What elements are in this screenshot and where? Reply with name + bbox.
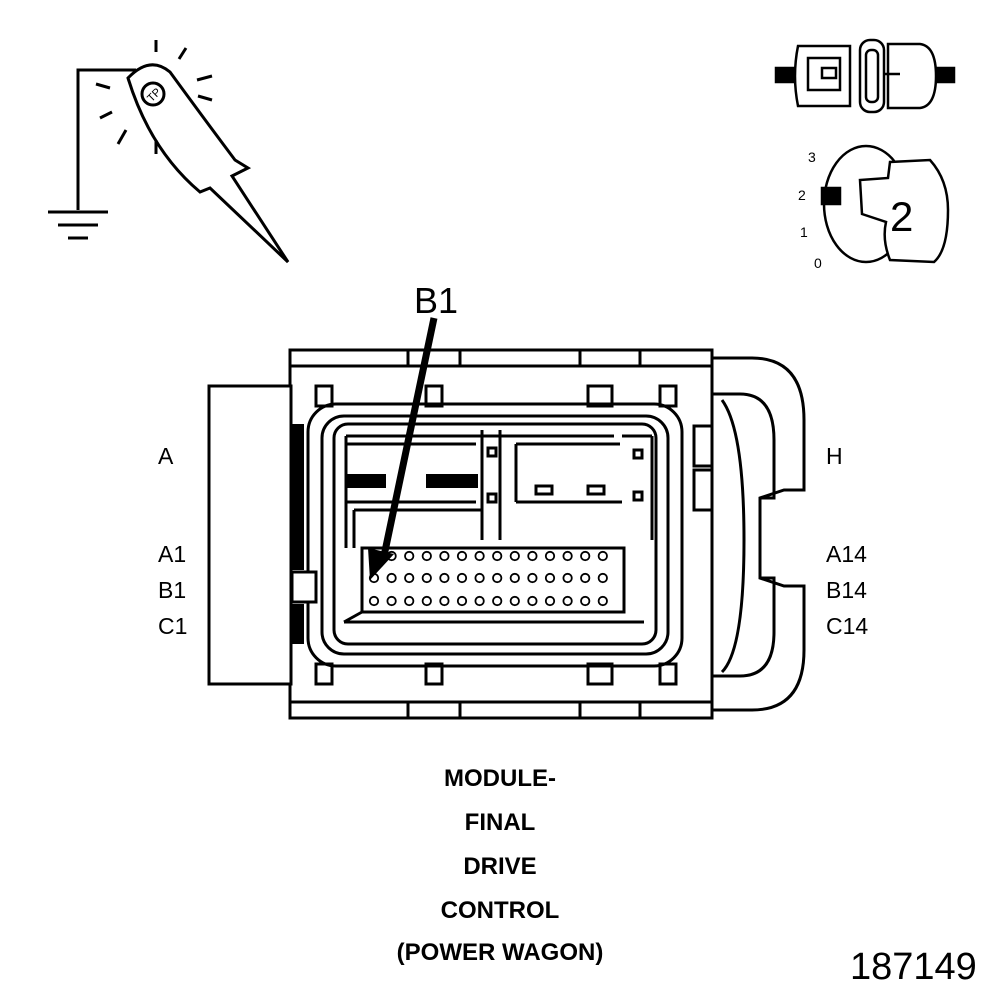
key-position-0: 0	[814, 255, 822, 271]
pin-cavity	[474, 595, 485, 607]
pin-label-b1: B1	[158, 577, 187, 603]
pin-cavity	[562, 550, 573, 562]
pin-cavity	[509, 595, 520, 607]
pin-cavity	[456, 595, 468, 607]
key-position-2: 2	[798, 187, 806, 203]
connector-face	[207, 348, 806, 720]
callout-arrow	[368, 317, 438, 580]
title-line-1: MODULE-	[444, 765, 556, 792]
pin-cavity	[404, 595, 415, 607]
pin-cavity	[492, 595, 503, 607]
pin-label-b14: B14	[826, 577, 867, 603]
pin-cavity	[474, 572, 485, 584]
pin-cavity	[527, 595, 538, 607]
pin-label-a1: A1	[158, 541, 187, 567]
pin-label-a14: A14	[826, 541, 867, 567]
pin-cavity	[421, 550, 432, 562]
pin-cavity	[439, 595, 450, 607]
pin-cavity	[439, 572, 450, 584]
pin-cavity	[544, 595, 556, 607]
pin-cavity	[544, 550, 556, 562]
key-position-1: 1	[800, 224, 808, 240]
pin-cavity	[439, 550, 450, 562]
pin-label-c1: C1	[158, 613, 188, 639]
figure-number: 187149	[850, 946, 977, 988]
pin-callout-label: B1	[414, 280, 459, 321]
pin-cavity	[404, 572, 415, 584]
pin-cavity	[580, 595, 591, 607]
pin-cavity	[421, 595, 432, 607]
connector-disconnected-icon	[774, 38, 956, 114]
test-probe-to-ground-icon: TP	[48, 40, 290, 264]
key-position-3: 3	[808, 149, 816, 165]
title-line-5: (POWER WAGON)	[396, 939, 604, 966]
pin-cavity	[492, 572, 503, 584]
pin-cavity	[386, 572, 397, 584]
pin-cavity	[527, 572, 538, 584]
pin-cavity	[474, 550, 485, 562]
row-label-right: H	[826, 443, 843, 469]
pin-cavity	[580, 572, 591, 584]
pin-cavity	[597, 595, 608, 607]
pin-cavity	[386, 595, 397, 607]
pin-cavity	[421, 572, 432, 584]
pin-cavity	[509, 550, 520, 562]
pin-cavity	[509, 572, 520, 584]
pin-cavity	[597, 572, 608, 584]
pin-cavity	[456, 572, 468, 584]
title-line-2: FINAL	[464, 809, 536, 836]
row-label-left: A	[158, 443, 174, 469]
key-number: 2	[890, 193, 914, 240]
ignition-key-position-icon	[820, 144, 950, 264]
pin-cavity	[580, 550, 591, 562]
title-line-3: DRIVE	[463, 853, 537, 880]
pin-cavity	[404, 550, 415, 562]
pin-cavity	[492, 550, 503, 562]
pin-cavity	[527, 550, 538, 562]
pin-cavity	[562, 572, 573, 584]
pin-cavity	[597, 550, 608, 562]
pin-label-c14: C14	[826, 613, 869, 639]
pin-cavity	[544, 572, 556, 584]
pin-cavity	[368, 595, 380, 607]
pin-cavity	[456, 550, 468, 562]
title-line-4: CONTROL	[440, 897, 560, 924]
pin-cavity	[562, 595, 573, 607]
